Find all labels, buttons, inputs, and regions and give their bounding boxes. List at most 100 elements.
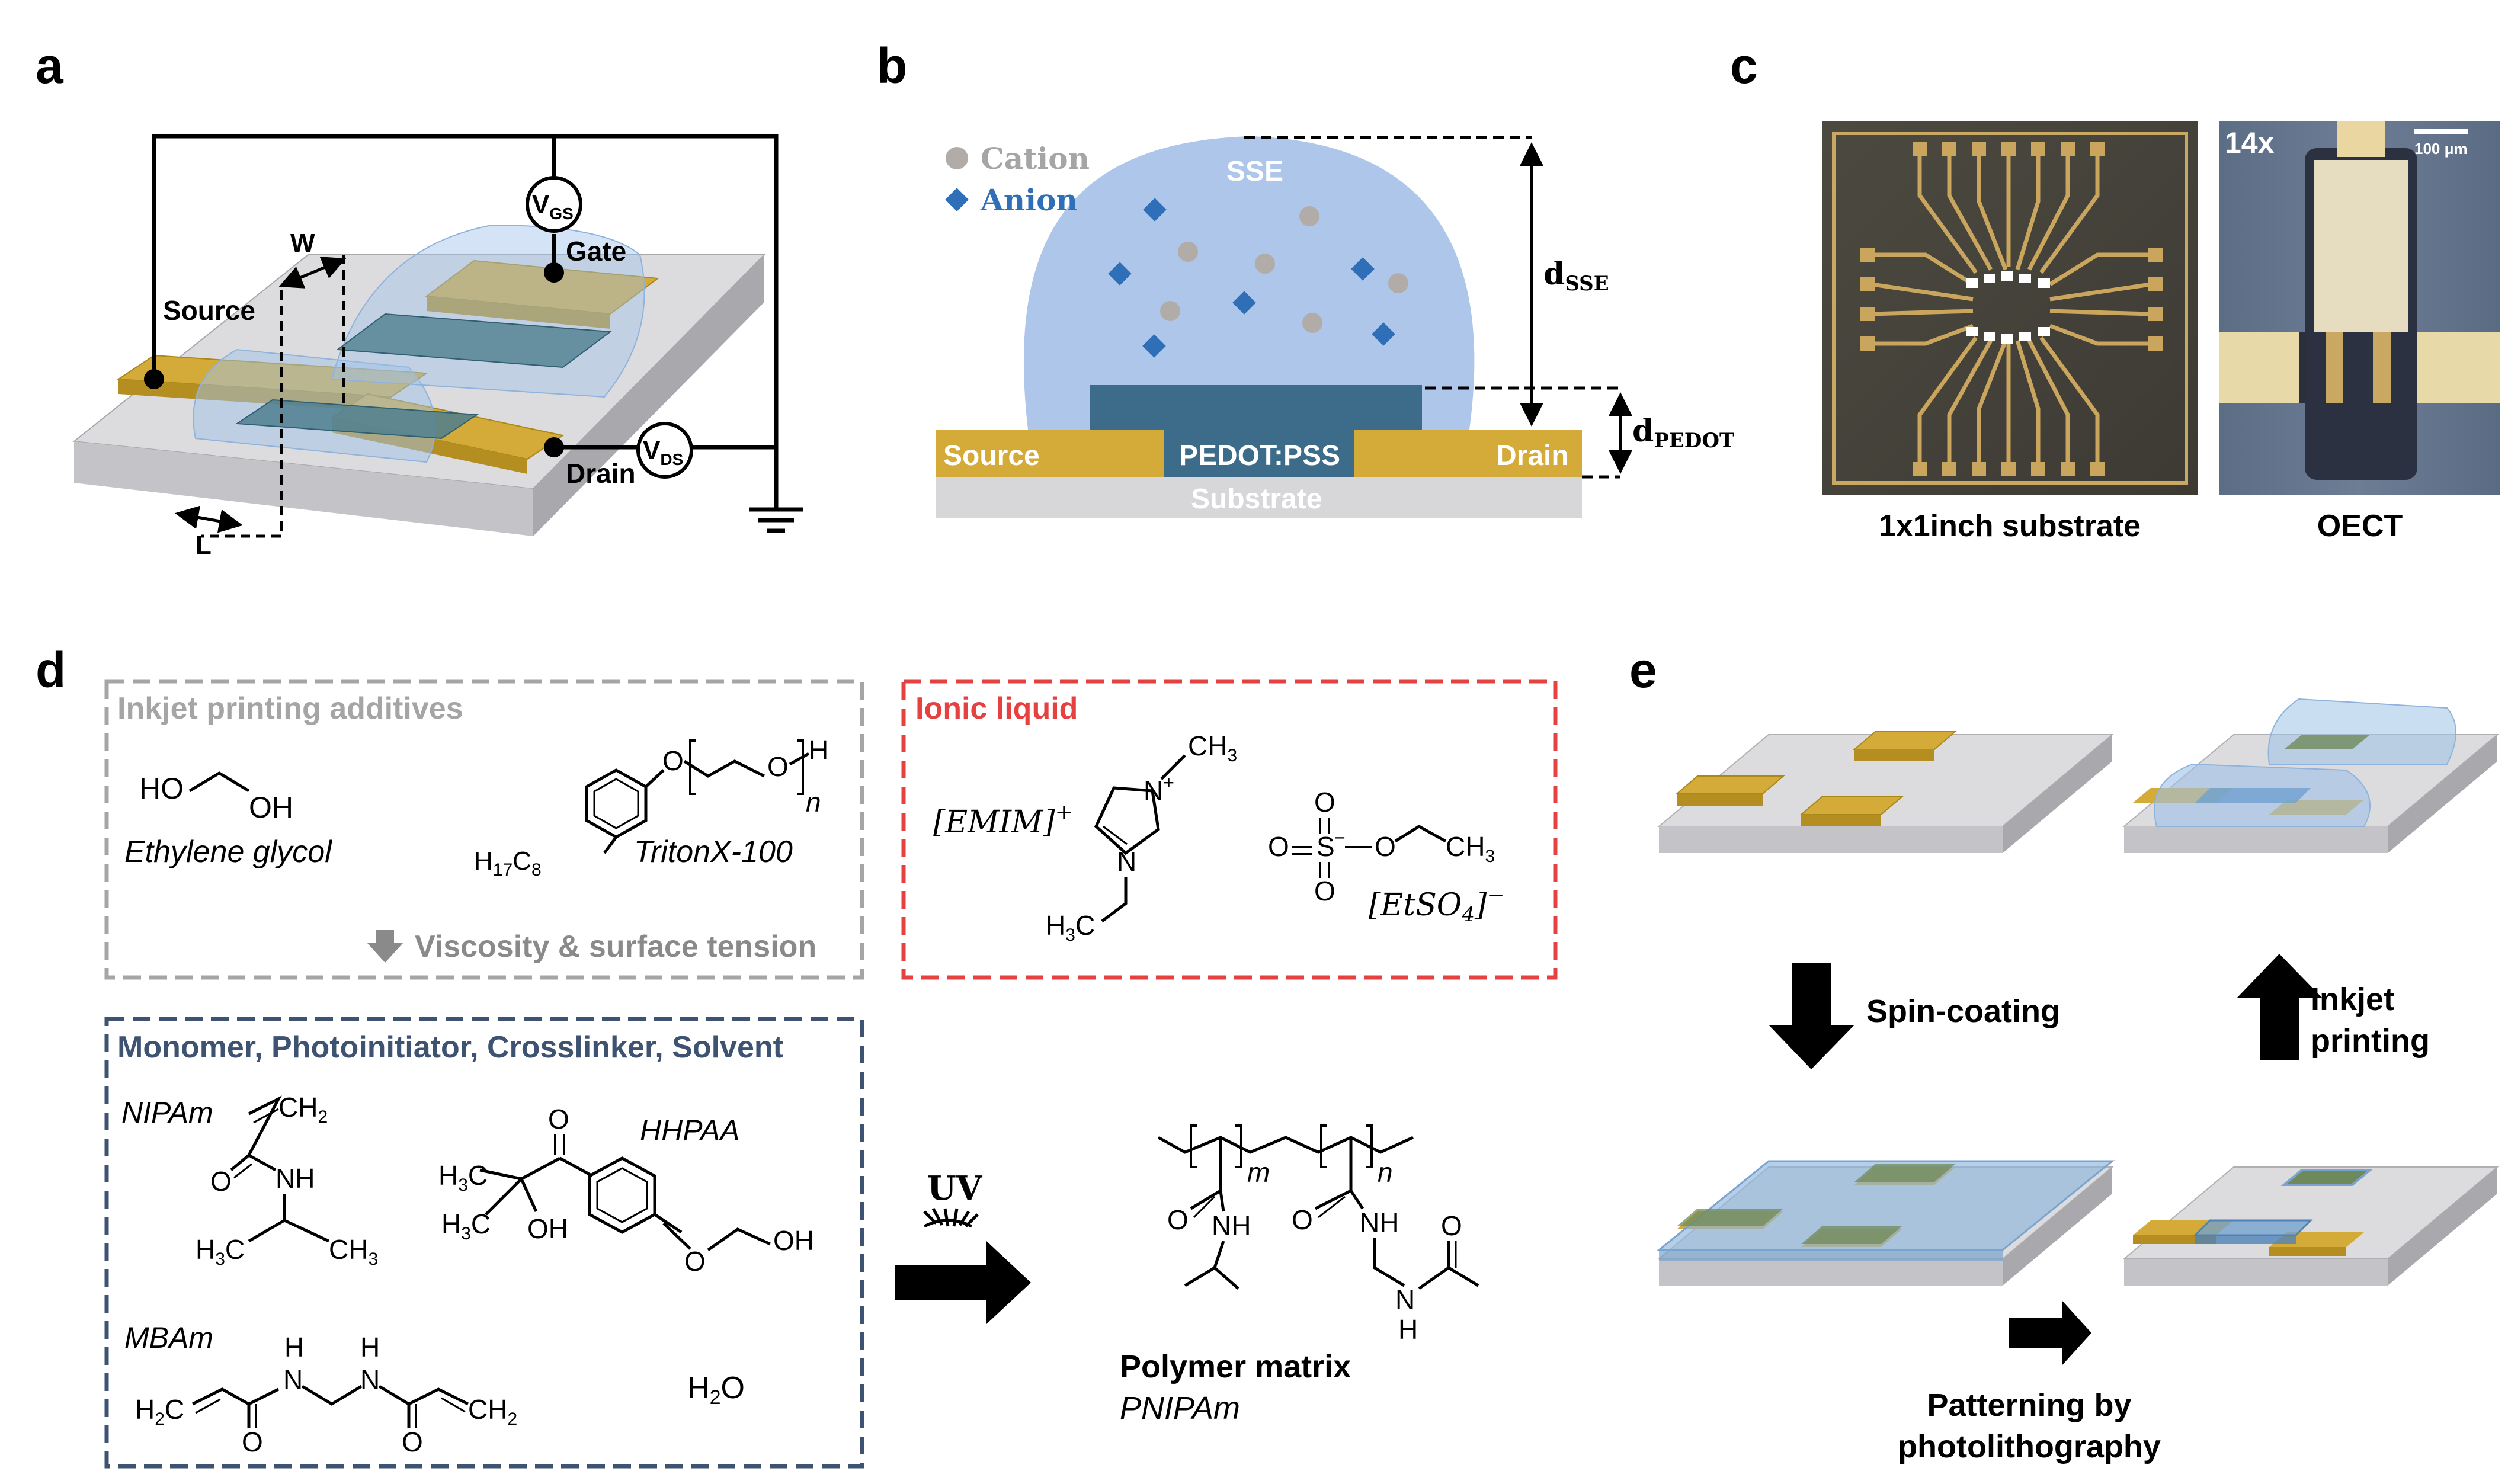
water-formula: H2O xyxy=(687,1371,745,1409)
spin-coating-label: Spin-coating xyxy=(1866,993,2060,1029)
inkjet-label-1: Inkjet xyxy=(2311,982,2394,1017)
pedot-pss-label: PEDOT:PSS xyxy=(1179,440,1340,472)
etso4-label: [EtSO4]− xyxy=(1369,883,1505,927)
polymer-nh1: NH xyxy=(1212,1210,1251,1241)
monomer-box xyxy=(104,1017,864,1469)
polymer-matrix-label: Polymer matrix xyxy=(1120,1349,1351,1384)
polymer-n: n xyxy=(1378,1157,1393,1188)
patterning-label-1: Patterning by xyxy=(1927,1387,2131,1423)
substrate-layer-label: Substrate xyxy=(1191,483,1322,515)
gate-label: Gate xyxy=(566,236,626,267)
panel-letter-e: e xyxy=(1629,642,1657,698)
pedot-layer-top xyxy=(1090,385,1422,430)
panel-letter-b: b xyxy=(877,38,907,94)
step-spin-coated xyxy=(1656,1160,2115,1286)
panel-a-oect-schematic: VGS VDS Source Gate Drain W L xyxy=(72,134,803,560)
substrate-caption: 1x1inch substrate xyxy=(1879,509,2141,543)
nipam-label: NIPAm xyxy=(121,1096,213,1129)
anion xyxy=(1232,291,1256,315)
nipam-nh: NH xyxy=(276,1163,315,1194)
step-patterned xyxy=(2122,1166,2499,1286)
d-pedot-label: dPEDOT xyxy=(1632,413,1734,453)
anion-legend-marker xyxy=(945,188,969,211)
polymer-m: m xyxy=(1247,1157,1270,1188)
pedot-channel xyxy=(235,399,479,440)
sse-label: SSE xyxy=(1226,156,1283,187)
uv-reaction-arrow-icon xyxy=(895,1241,1031,1324)
drain-label: Drain xyxy=(566,458,636,489)
ionic-liquid-box xyxy=(901,679,1558,980)
mbam-h2: H xyxy=(360,1332,380,1363)
ethylene-glycol-oh: OH xyxy=(249,791,293,824)
viscosity-label: Viscosity & surface tension xyxy=(415,929,816,964)
anion-legend-label: Anion xyxy=(980,182,1078,217)
mbam-label: MBAm xyxy=(124,1321,213,1354)
panel-letter-a: a xyxy=(36,38,64,94)
substrate-traces xyxy=(1872,145,2151,471)
polymer-o3: O xyxy=(1441,1210,1462,1241)
mbam-h1: H xyxy=(284,1332,304,1363)
sulfate-o4: O xyxy=(1314,876,1335,906)
source-layer xyxy=(936,430,1164,477)
oect-caption: OECT xyxy=(2317,509,2403,543)
substrate-devices xyxy=(1966,271,2050,344)
anion xyxy=(1142,334,1166,358)
polymer-o2: O xyxy=(1292,1204,1313,1235)
drain-layer-label: Drain xyxy=(1496,440,1569,472)
source-layer-label: Source xyxy=(943,440,1040,472)
hhpaa-o2: O xyxy=(684,1246,706,1277)
mbam-o1: O xyxy=(242,1427,263,1457)
triton-o1: O xyxy=(662,745,684,776)
mbam-h2c: H2C xyxy=(135,1394,184,1429)
inkjet-additives-box xyxy=(104,679,864,980)
cation xyxy=(1388,273,1408,293)
ring-ch3: CH3 xyxy=(1188,730,1237,765)
gate-electrode xyxy=(425,259,659,315)
panel-c-photos: 100 μm 14x 1x1inch substrate OECT xyxy=(1822,121,2500,543)
panel-letter-c: c xyxy=(1730,38,1758,94)
mbam-n1: N xyxy=(283,1364,303,1395)
nipam-ch3: CH3 xyxy=(329,1234,378,1269)
pedot-layer-gap xyxy=(1164,430,1354,477)
ethylene-glycol-ho: HO xyxy=(139,772,184,805)
cations xyxy=(1160,206,1408,333)
l-label: L xyxy=(196,531,212,560)
cation xyxy=(1255,254,1275,274)
sulfate-ch3: CH3 xyxy=(1446,831,1495,866)
cation-legend-label: Cation xyxy=(981,141,1090,176)
ring-h3c: H3C xyxy=(1046,910,1095,945)
triton-o2: O xyxy=(767,751,789,782)
sse-dome xyxy=(1023,136,1475,430)
magnification-label: 14x xyxy=(2225,126,2275,159)
monomer-title: Monomer, Photoinitiator, Crosslinker, So… xyxy=(117,1030,783,1065)
step-bare-electrodes xyxy=(1657,731,2114,853)
vgs-label: VGS xyxy=(532,190,574,223)
vgs-meter xyxy=(526,176,582,233)
sulfate-o3: O xyxy=(1375,831,1396,862)
sulfate-o2: O xyxy=(1268,831,1289,862)
patterning-label-2: photolithography xyxy=(1898,1429,2161,1464)
mbam-o2: O xyxy=(402,1427,423,1457)
source-label: Source xyxy=(163,295,255,326)
uv-label: UV xyxy=(927,1169,983,1208)
step-inkjet-printed xyxy=(2122,698,2499,853)
cation xyxy=(1299,206,1319,226)
anion xyxy=(1351,257,1375,281)
hhpaa-o: O xyxy=(548,1104,569,1134)
spin-coating-arrow-icon xyxy=(1769,963,1854,1069)
triton-n: n xyxy=(806,787,821,818)
pedot-gate xyxy=(336,313,612,368)
nipam-o: O xyxy=(210,1166,232,1197)
triton-h: H xyxy=(809,735,828,765)
ionic-liquid-title: Ionic liquid xyxy=(915,691,1078,726)
cation xyxy=(1160,301,1180,321)
mbam-n2: N xyxy=(360,1364,380,1395)
nipam-ch2: CH2 xyxy=(278,1092,328,1127)
pnipam-label: PNIPAm xyxy=(1120,1390,1240,1426)
triton-alkyl: H17C8 xyxy=(474,847,542,880)
substrate-pads xyxy=(1860,142,2163,476)
polymer-o1: O xyxy=(1167,1204,1189,1235)
anion xyxy=(1372,322,1395,346)
polymer-n3: N xyxy=(1395,1284,1415,1315)
